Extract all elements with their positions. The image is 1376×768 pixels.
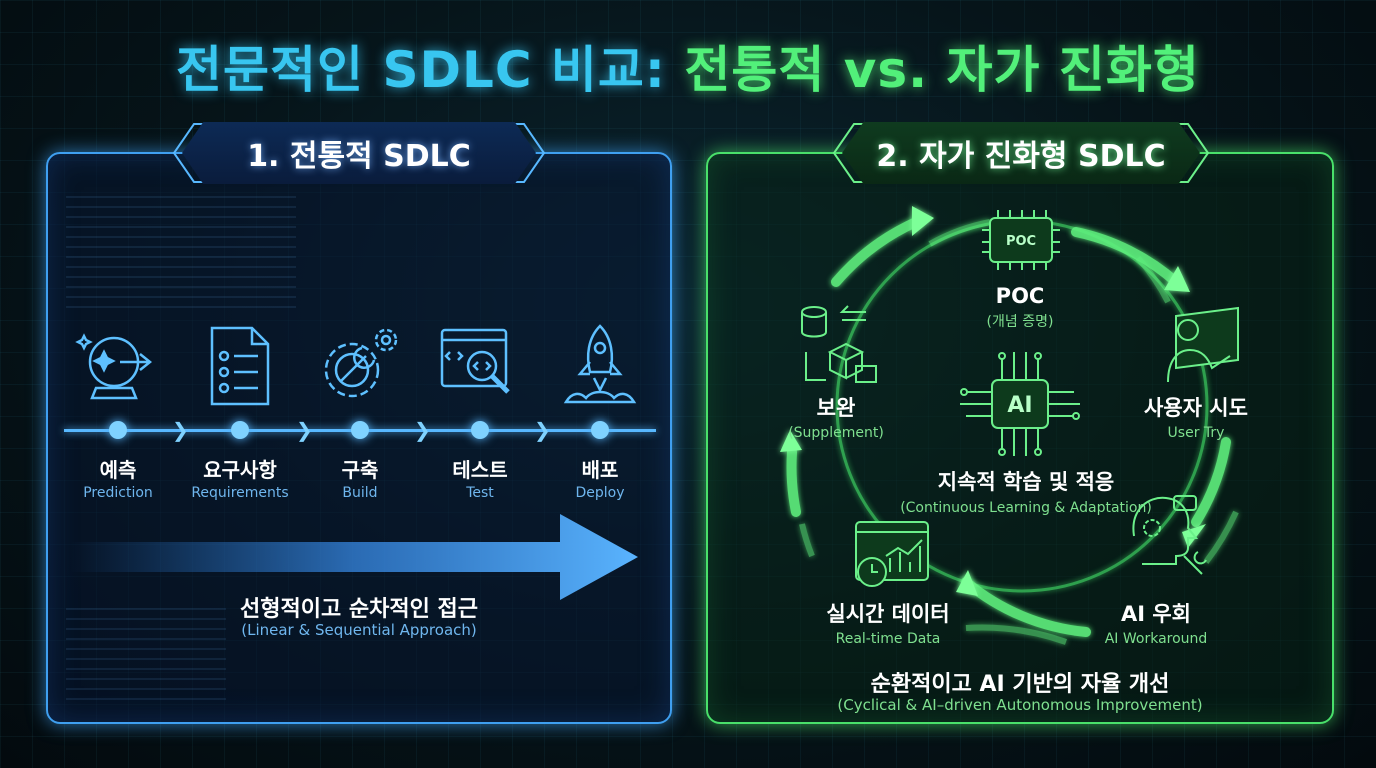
- title-part-traditional: 전문적인 SDLC 비교:: [176, 41, 666, 99]
- node-poc: POC (개념 증명): [960, 284, 1080, 331]
- stage-prediction: 예측 Prediction: [48, 454, 188, 501]
- stage-deploy: 배포 Deploy: [530, 454, 670, 501]
- center-learning-label: 지속적 학습 및 적응 (Continuous Learning & Adapt…: [886, 466, 1166, 516]
- code-search-icon: [432, 322, 528, 410]
- chart-clock-icon: [856, 522, 928, 586]
- caption-en: (Linear & Sequential Approach): [46, 621, 672, 639]
- stage-label-ko: 요구사항: [170, 454, 310, 483]
- node-realtime-data: 실시간 데이터 Real-time Data: [808, 598, 968, 647]
- node-label-ko: POC: [960, 284, 1080, 308]
- timeline-node: [351, 421, 369, 439]
- node-label-ko: 사용자 시도: [1128, 392, 1264, 422]
- stage-label-en: Test: [410, 485, 550, 501]
- ai-chip-text: AI: [1007, 393, 1032, 418]
- stage-label-ko: 배포: [530, 454, 670, 483]
- node-label-ko: 보완: [776, 392, 896, 422]
- timeline-chevron-icon: ❯: [414, 418, 431, 442]
- timeline-node: [591, 421, 609, 439]
- node-label-en: Real-time Data: [808, 631, 968, 647]
- stage-label-en: Prediction: [48, 485, 188, 501]
- node-label-ko: AI 우회: [1086, 598, 1226, 628]
- stage-label-en: Deploy: [530, 485, 670, 501]
- caption-ko: 선형적이고 순차적인 접근: [46, 591, 672, 623]
- timeline-chevron-icon: ❯: [296, 418, 313, 442]
- stage-requirements: 요구사항 Requirements: [170, 454, 310, 501]
- node-user-try: 사용자 시도 User Try: [1128, 392, 1264, 441]
- document-list-icon: [192, 322, 288, 410]
- title-part-evolving: 전통적 vs. 자가 진화형: [684, 41, 1200, 99]
- gear-wrench-icon: [312, 322, 408, 410]
- timeline-chevron-icon: ❯: [534, 418, 551, 442]
- stage-label-ko: 구축: [290, 454, 430, 483]
- stage-label-ko: 테스트: [410, 454, 550, 483]
- node-label-en: (개념 증명): [960, 311, 1080, 331]
- node-label-en: (Supplement): [776, 425, 896, 441]
- timeline-chevron-icon: ❯: [172, 418, 189, 442]
- traditional-header: 1. 전통적 SDLC: [182, 122, 536, 184]
- stage-build: 구축 Build: [290, 454, 430, 501]
- stage-label-en: Build: [290, 485, 430, 501]
- node-label-en: AI Workaround: [1086, 631, 1226, 647]
- node-ai-workaround: AI 우회 AI Workaround: [1086, 598, 1226, 647]
- page-title: 전문적인 SDLC 비교: 전통적 vs. 자가 진화형: [0, 30, 1376, 102]
- timeline-node: [109, 421, 127, 439]
- node-label-ko: 실시간 데이터: [808, 598, 968, 628]
- stage-label-ko: 예측: [48, 454, 188, 483]
- poc-chip-text: POC: [1006, 234, 1036, 249]
- caption-ko: 순환적이고 AI 기반의 자율 개선: [706, 666, 1334, 698]
- stage-label-en: Requirements: [170, 485, 310, 501]
- node-label-en: User Try: [1128, 425, 1264, 441]
- stage-test: 테스트 Test: [410, 454, 550, 501]
- node-supplement: 보완 (Supplement): [776, 392, 896, 441]
- center-label-ko: 지속적 학습 및 적응: [886, 466, 1166, 496]
- timeline-node: [231, 421, 249, 439]
- linear-flow-arrow-icon: [70, 512, 640, 602]
- crystal-ball-icon: [70, 322, 166, 410]
- ghost-code-decoration: [66, 196, 296, 316]
- rocket-icon: [552, 322, 648, 410]
- timeline-node: [471, 421, 489, 439]
- caption-en: (Cyclical & AI–driven Autonomous Improve…: [706, 696, 1334, 714]
- center-label-en: (Continuous Learning & Adaptation): [886, 500, 1166, 516]
